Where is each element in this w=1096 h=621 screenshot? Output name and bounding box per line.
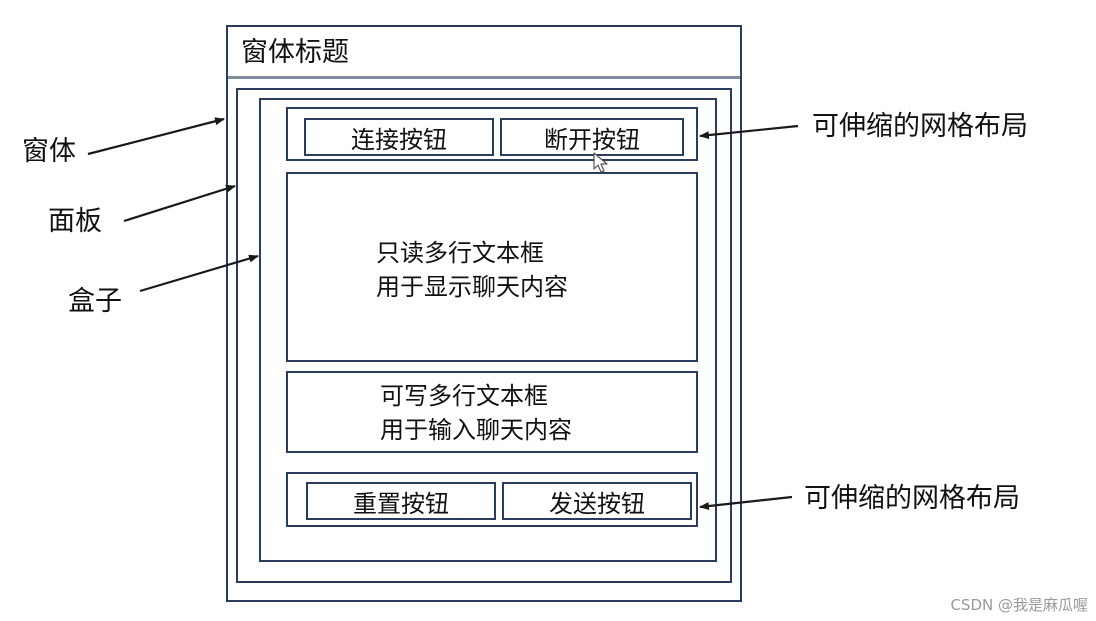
connect-button-label: 连接按钮 — [351, 125, 447, 154]
reset-button[interactable]: 重置按钮 — [306, 482, 496, 520]
connect-button[interactable]: 连接按钮 — [304, 118, 494, 156]
chat-input-textarea[interactable] — [286, 371, 698, 453]
disconnect-button-label: 断开按钮 — [544, 125, 640, 154]
send-button[interactable]: 发送按钮 — [502, 482, 692, 520]
arrow-panel — [123, 184, 236, 223]
mouse-cursor-icon — [593, 152, 608, 173]
send-button-label: 发送按钮 — [549, 489, 645, 518]
label-window: 窗体 — [22, 136, 76, 167]
reset-button-label: 重置按钮 — [353, 489, 449, 518]
chat-display-textarea[interactable] — [286, 172, 698, 362]
label-top-grid: 可伸缩的网格布局 — [812, 111, 1028, 142]
title-separator — [226, 76, 742, 79]
chat-display-line-1: 只读多行文本框 — [376, 239, 544, 267]
window-title-bar — [226, 25, 742, 79]
chat-input-line-2: 用于输入聊天内容 — [380, 416, 572, 444]
label-panel: 面板 — [48, 206, 102, 237]
disconnect-button[interactable]: 断开按钮 — [500, 118, 684, 156]
label-box: 盒子 — [68, 286, 122, 317]
label-bottom-grid: 可伸缩的网格布局 — [804, 483, 1020, 514]
chat-input-line-1: 可写多行文本框 — [380, 382, 548, 410]
watermark: CSDN @我是麻瓜喔 — [950, 596, 1088, 614]
window-frame — [226, 79, 742, 602]
arrow-window — [87, 117, 225, 156]
chat-display-line-2: 用于显示聊天内容 — [376, 273, 568, 301]
window-title: 窗体标题 — [241, 37, 349, 68]
